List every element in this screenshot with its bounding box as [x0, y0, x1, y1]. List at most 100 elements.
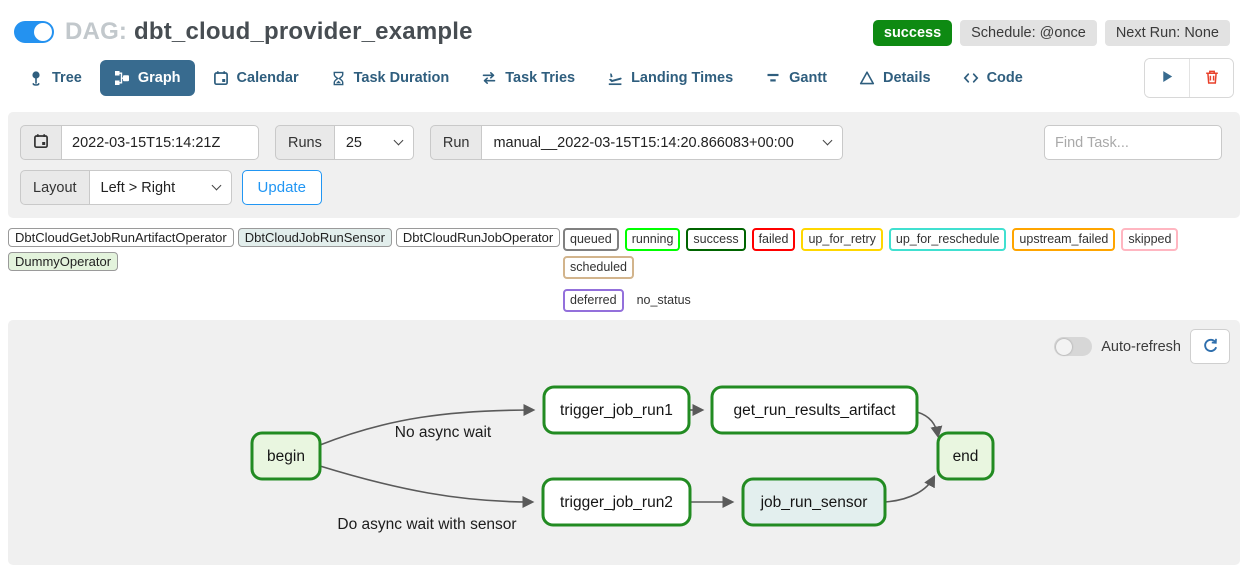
layout-select[interactable]: Left > Right [88, 170, 232, 205]
node-trigger_job_run1[interactable]: trigger_job_run1 [542, 385, 691, 435]
dag-action-buttons [1144, 58, 1234, 98]
graph-panel: Auto-refresh No async wait Do async wait … [8, 320, 1240, 565]
header-badges: success Schedule: @once Next Run: None [872, 20, 1230, 46]
tab-label: Task Duration [353, 70, 450, 86]
runs-group: Runs 25 [275, 125, 414, 160]
tab-tree[interactable]: Tree [14, 60, 96, 96]
delete-dag-button[interactable] [1189, 59, 1233, 97]
run-select[interactable]: manual__2022-03-15T15:14:20.866083+00:00 [481, 125, 844, 160]
dag-prefix-label: DAG: [65, 18, 128, 45]
edge-begin-to-trigger_job_run1 [319, 404, 536, 446]
find-task-input[interactable] [1044, 125, 1222, 160]
gantt-icon [765, 70, 781, 86]
tab-label: Calendar [236, 70, 299, 86]
run-group: Run manual__2022-03-15T15:14:20.866083+0… [429, 125, 844, 160]
tab-details[interactable]: Details [845, 60, 945, 96]
trigger-dag-button[interactable] [1145, 59, 1189, 97]
tab-label: Landing Times [631, 70, 734, 86]
landing-icon [607, 70, 623, 86]
base-date-input[interactable] [61, 125, 259, 160]
svg-text:end: end [953, 448, 979, 465]
operator-chip: DbtCloudRunJobOperator [395, 228, 561, 247]
operator-chip: DbtCloudJobRunSensor [237, 228, 392, 247]
status-chip-up_for_retry: up_for_retry [801, 228, 883, 251]
trash-icon [1204, 69, 1220, 88]
details-icon [859, 70, 875, 86]
node-end[interactable]: end [936, 431, 995, 481]
operator-chip: DummyOperator [8, 252, 119, 271]
tab-landing-times[interactable]: Landing Times [593, 60, 747, 96]
node-begin[interactable]: begin [250, 431, 322, 481]
svg-text:trigger_job_run1: trigger_job_run1 [560, 402, 673, 419]
svg-text:get_run_results_artifact: get_run_results_artifact [734, 402, 897, 419]
svg-text:begin: begin [267, 448, 305, 465]
layout-group: Layout Left > Right [20, 170, 232, 205]
tab-task-duration[interactable]: Task Duration [317, 60, 464, 96]
play-icon [1160, 69, 1175, 87]
edge-job_run_sensor-to-end [884, 474, 936, 503]
tab-label: Graph [137, 70, 181, 86]
edge-get_run_results_artifact-to-end [916, 411, 943, 439]
tab-label: Details [883, 70, 931, 86]
calendar-icon [213, 70, 229, 86]
filter-panel: Runs 25 Run manual__2022-03-15T15:14:20.… [8, 112, 1240, 218]
dag-pause-toggle[interactable] [14, 21, 54, 43]
tab-code[interactable]: Code [949, 60, 1037, 96]
dag-header: DAG: dbt_cloud_provider_example success … [0, 0, 1248, 50]
tree-icon [28, 70, 44, 86]
tab-gantt[interactable]: Gantt [751, 60, 841, 96]
node-get_run_results_artifact[interactable]: get_run_results_artifact [710, 385, 919, 435]
status-chip-queued: queued [563, 228, 619, 251]
update-button[interactable]: Update [241, 170, 322, 205]
status-chip-skipped: skipped [1121, 228, 1179, 251]
page-title: DAG: dbt_cloud_provider_example [65, 18, 473, 46]
view-tabs: Tree Graph Calendar Task Duration Task Tries… [14, 60, 1037, 96]
view-tabbar: Tree Graph Calendar Task Duration Task Tries… [0, 50, 1248, 112]
svg-text:job_run_sensor: job_run_sensor [760, 494, 868, 511]
node-job_run_sensor[interactable]: job_run_sensor [741, 477, 887, 527]
status-chip-running: running [624, 228, 681, 251]
tab-label: Code [986, 70, 1023, 86]
calendar-icon [33, 133, 49, 153]
status-chip-no_status: no_status [636, 293, 691, 307]
next-run-badge: Next Run: None [1104, 20, 1230, 46]
status-chip-scheduled: scheduled [563, 256, 634, 279]
status-chip-success: success [686, 228, 746, 251]
repeat-icon [481, 70, 497, 86]
refresh-button[interactable] [1190, 329, 1230, 364]
operator-chip: DbtCloudGetJobRunArtifactOperator [8, 228, 234, 247]
status-chip-up_for_reschedule: up_for_reschedule [888, 228, 1007, 251]
layout-label: Layout [20, 170, 89, 205]
toggle-knob [1056, 338, 1073, 355]
auto-refresh-toggle[interactable] [1054, 337, 1093, 356]
graph-icon [114, 70, 130, 86]
tab-graph[interactable]: Graph [99, 60, 195, 96]
dag-id: dbt_cloud_provider_example [134, 18, 473, 45]
runs-label: Runs [275, 125, 334, 160]
tab-label: Tree [52, 70, 82, 86]
runs-select[interactable]: 25 [333, 125, 414, 160]
refresh-icon [1202, 337, 1219, 357]
edge-begin-to-trigger_job_run2 [319, 465, 535, 508]
tab-label: Gantt [789, 70, 827, 86]
tab-calendar[interactable]: Calendar [199, 60, 313, 96]
base-date-group [20, 125, 259, 160]
svg-text:trigger_job_run2: trigger_job_run2 [560, 494, 673, 511]
code-icon [963, 70, 979, 86]
status-chip-upstream_failed: upstream_failed [1012, 228, 1116, 251]
edge-label: Do async wait with sensor [337, 516, 516, 533]
status-badge[interactable]: success [872, 20, 953, 46]
hourglass-icon [331, 71, 346, 86]
status-chip-failed: failed [751, 228, 796, 251]
edge-label: No async wait [395, 424, 492, 441]
run-label: Run [429, 125, 482, 160]
auto-refresh-label: Auto-refresh [1101, 338, 1181, 355]
datepicker-button[interactable] [20, 125, 61, 160]
node-trigger_job_run2[interactable]: trigger_job_run2 [541, 477, 692, 527]
tab-task-tries[interactable]: Task Tries [467, 60, 589, 96]
status-chip-deferred: deferred [563, 289, 624, 312]
tab-label: Task Tries [505, 70, 576, 86]
